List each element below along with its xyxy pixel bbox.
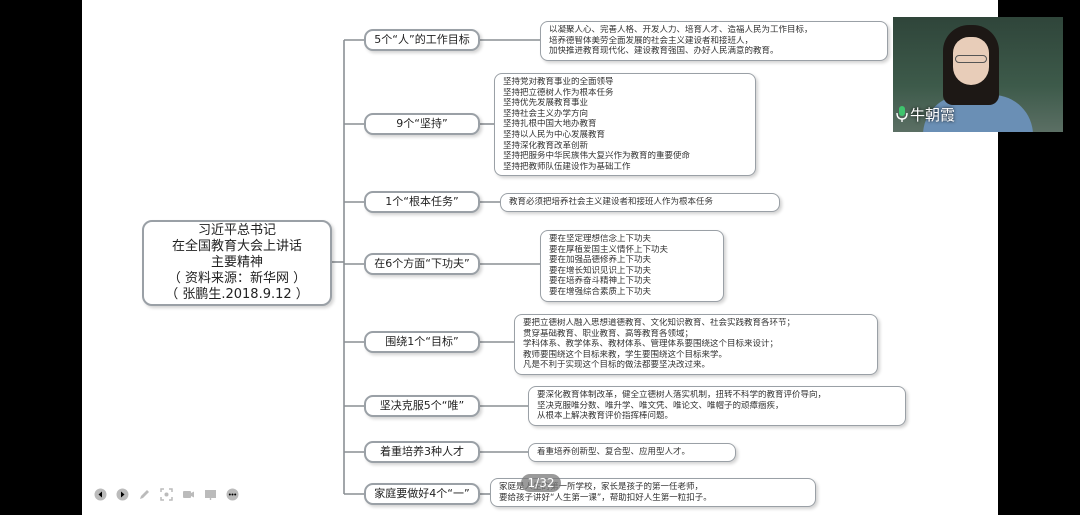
detail-five-onlys: 要深化教育体制改革，健全立德树人落实机制，扭转不科学的教育评价导向， 坚决克服唯… (528, 386, 906, 426)
camera-icon[interactable] (182, 488, 195, 501)
root-line: （ 张鹏生.2018.9.12 ） (165, 287, 309, 302)
slide: 习近平总书记 在全国教育大会上讲话 主要精神 （ 资料来源：新华网 ） （ 张鹏… (82, 0, 998, 515)
root-line: 习近平总书记 (197, 223, 276, 238)
detail-one-goal: 要把立德树人融入思想道德教育、文化知识教育、社会实践教育各环节； 贯穿基础教育、… (514, 314, 878, 375)
speaker-name: 牛朝霞 (910, 105, 956, 124)
root-line: 主要精神 (210, 255, 263, 270)
branch-fundamental-task: 1个“根本任务” (364, 191, 480, 213)
detail-work-goals: 以凝聚人心、完善人格、开发人力、培育人才、造福人民为工作目标， 培养德智体美劳全… (540, 21, 888, 61)
next-icon[interactable] (116, 488, 129, 501)
detail-six-efforts: 要在坚定理想信念上下功夫 要在厚植爱国主义情怀上下功夫 要在加强品德修养上下功夫… (540, 230, 724, 302)
pen-icon[interactable] (138, 488, 151, 501)
branch-three-talents: 着重培养3种人才 (364, 441, 480, 463)
mindmap-connectors (332, 39, 540, 495)
branch-nine-insists: 9个“坚持” (364, 113, 480, 135)
branch-family-four: 家庭要做好4个“一” (364, 483, 480, 505)
microphone-icon (896, 106, 908, 122)
previous-icon[interactable] (94, 488, 107, 501)
playback-toolbar (94, 488, 239, 501)
detail-three-talents: 着重培养创新型、复合型、应用型人才。 (528, 443, 736, 462)
speaker-video[interactable]: 牛朝霞 (893, 17, 1063, 132)
root-line: 在全国教育大会上讲话 (171, 239, 302, 254)
detail-nine-insists: 坚持党对教育事业的全面领导 坚持把立德树人作为根本任务 坚持优先发展教育事业 坚… (494, 73, 756, 177)
mindmap-root: 习近平总书记 在全国教育大会上讲话 主要精神 （ 资料来源：新华网 ） （ 张鹏… (142, 220, 332, 306)
detail-fundamental-task: 教育必须把培养社会主义建设者和接班人作为根本任务 (500, 193, 780, 212)
screenshot-icon[interactable] (160, 488, 173, 501)
speaker-caption: 牛朝霞 (896, 103, 955, 125)
root-line: （ 资料来源：新华网 ） (167, 271, 307, 286)
whiteboard-icon[interactable] (204, 488, 217, 501)
page-indicator: 1/32 (521, 474, 561, 492)
branch-work-goals: 5个“人”的工作目标 (364, 29, 480, 51)
branch-five-onlys: 坚决克服5个“唯” (364, 395, 480, 417)
speaker-glasses (955, 55, 987, 63)
branch-one-goal: 围绕1个“目标” (364, 331, 480, 353)
branch-six-efforts: 在6个方面“下功夫” (364, 253, 480, 275)
more-icon[interactable] (226, 488, 239, 501)
